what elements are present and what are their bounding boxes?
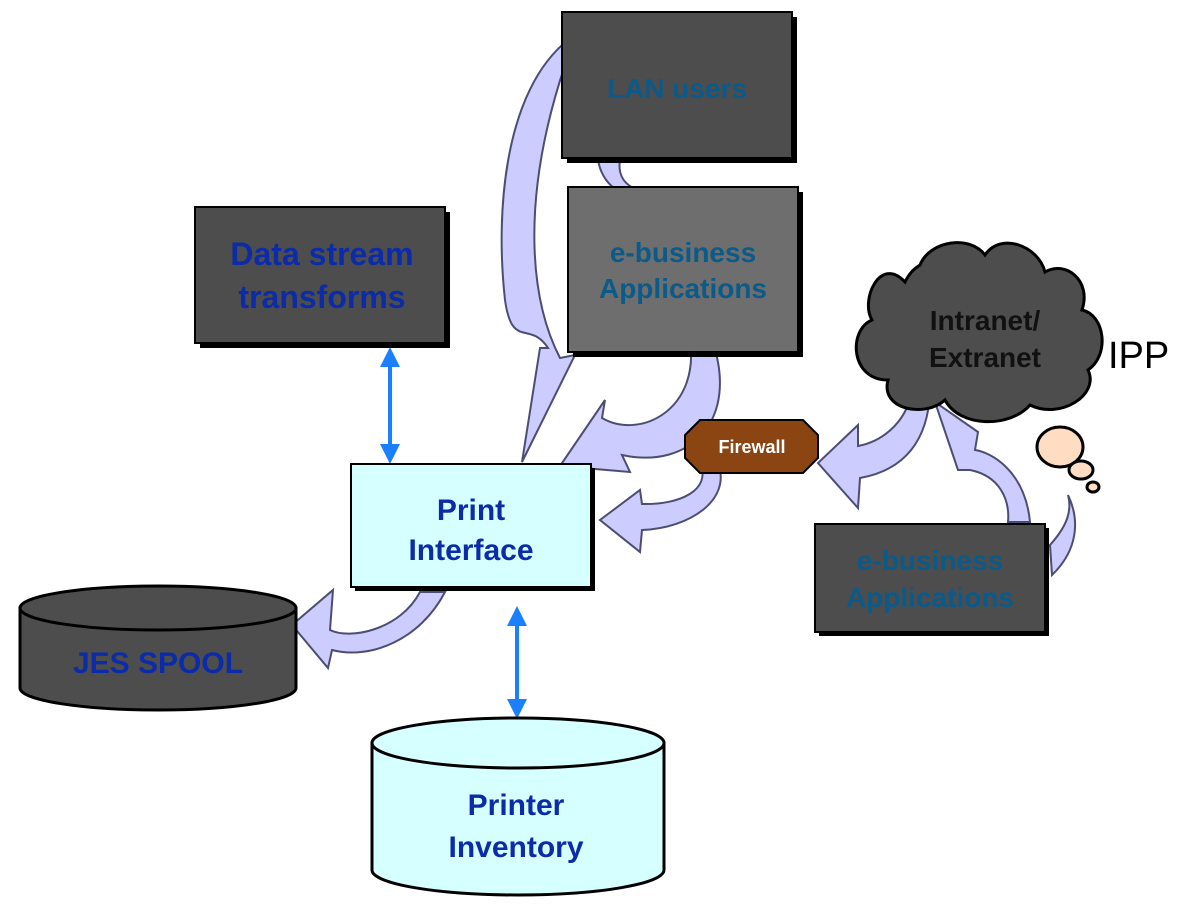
- arrow-firewall-to-print: [598, 462, 722, 554]
- jes-spool-label: JES SPOOL: [73, 647, 243, 680]
- data-stream-box: Data stream transforms: [194, 206, 450, 348]
- print-interface-line1: Print: [437, 494, 505, 527]
- firewall-label: Firewall: [718, 437, 785, 457]
- ipp-label: IPP: [1108, 335, 1169, 377]
- printer-inventory-line1: Printer: [468, 789, 565, 822]
- lan-users-box: LAN users: [561, 11, 797, 163]
- printer-inventory-cylinder: Printer Inventory: [370, 716, 666, 897]
- arrow-ebusiness-to-intranet: [933, 399, 1077, 578]
- print-interface-line2: Interface: [408, 534, 533, 567]
- ebusiness-top-line1: e-business: [610, 237, 756, 268]
- printer-inventory-line2: Inventory: [448, 831, 583, 864]
- intranet-line2: Extranet: [929, 342, 1041, 373]
- ebusiness-top-box: e-business Applications: [567, 186, 803, 357]
- arrow-lan-to-print: [500, 37, 577, 463]
- intranet-cloud: Intranet/ Extranet: [854, 241, 1104, 494]
- jes-spool-cylinder: JES SPOOL: [18, 584, 298, 712]
- arrow-lan-to-ebusiness: [596, 159, 634, 189]
- data-stream-line2: transforms: [238, 279, 405, 315]
- arrow-print-to-jes: [290, 587, 447, 671]
- data-stream-line1: Data stream: [230, 236, 413, 272]
- arrow-intranet-to-firewall: [816, 391, 932, 511]
- ebusiness-top-line2: Applications: [599, 273, 767, 304]
- ebusiness-right-line2: Applications: [846, 582, 1014, 613]
- print-interface-box: Print Interface: [350, 463, 595, 591]
- lan-users-label: LAN users: [607, 73, 747, 104]
- ebusiness-right-line1: e-business: [857, 545, 1003, 576]
- ebusiness-right-box: e-business Applications: [814, 523, 1049, 636]
- arrow-ebusiness-to-print: [558, 339, 721, 474]
- firewall-badge: Firewall: [684, 419, 819, 474]
- intranet-line1: Intranet/: [930, 305, 1041, 336]
